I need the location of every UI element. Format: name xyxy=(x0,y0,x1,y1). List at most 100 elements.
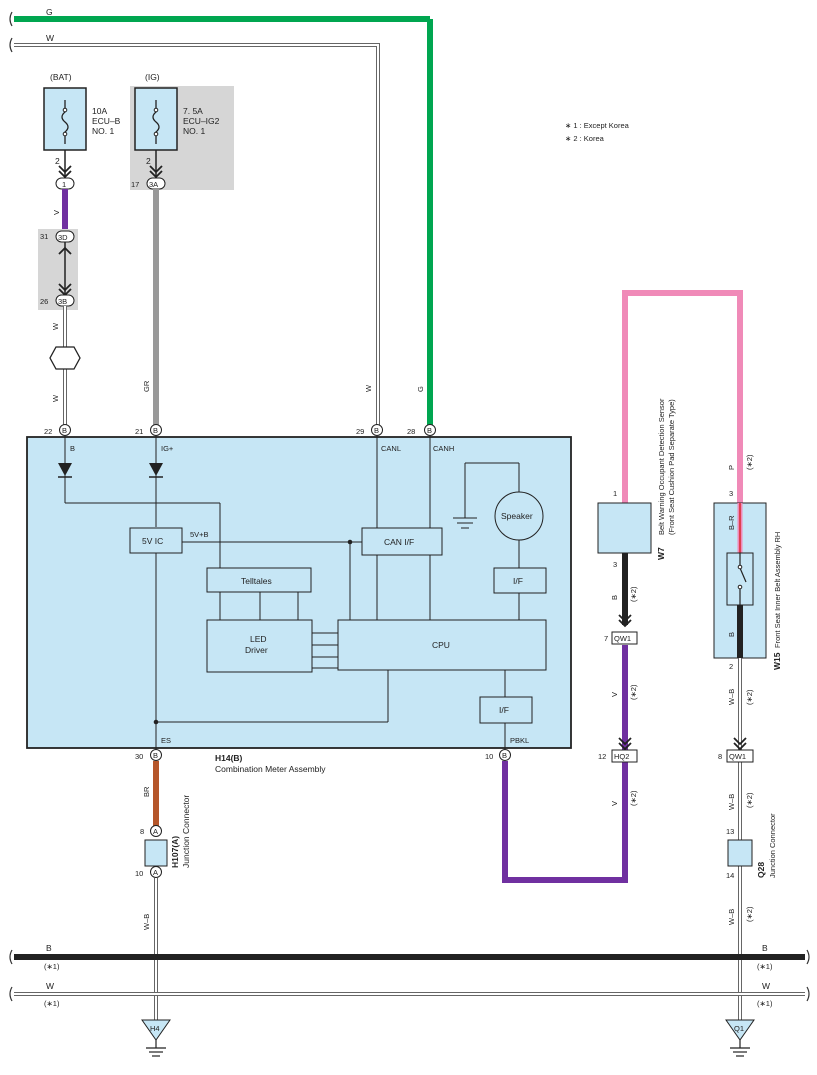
svg-text:26: 26 xyxy=(40,297,48,306)
switch-icon xyxy=(739,553,747,605)
pin-29 xyxy=(371,424,383,436)
svg-text:B: B xyxy=(153,751,158,760)
svg-text:(∗1): (∗1) xyxy=(757,962,773,971)
svg-text:Speaker: Speaker xyxy=(501,511,533,521)
svg-text:H4: H4 xyxy=(150,1024,160,1033)
svg-text:Q1: Q1 xyxy=(734,1024,744,1033)
speaker xyxy=(494,491,544,541)
svg-text:31: 31 xyxy=(40,232,48,241)
svg-text:(∗2): (∗2) xyxy=(745,906,754,922)
svg-text:2: 2 xyxy=(146,156,151,166)
svg-text:21: 21 xyxy=(135,427,143,436)
conn-qw1-a xyxy=(611,631,638,645)
ground-q1 xyxy=(725,1019,755,1041)
svg-text:B: B xyxy=(62,426,67,435)
svg-text:I/F: I/F xyxy=(499,705,509,715)
svg-text:CPU: CPU xyxy=(432,640,450,650)
svg-text:W–B: W–B xyxy=(727,689,736,705)
svg-text:NO. 1: NO. 1 xyxy=(183,126,205,136)
led-driver-block xyxy=(206,619,313,673)
svg-text:3: 3 xyxy=(729,489,733,498)
svg-text:HQ2: HQ2 xyxy=(614,752,629,761)
bus-w-label: W xyxy=(46,33,54,43)
svg-text:B: B xyxy=(427,426,432,435)
svg-text:12: 12 xyxy=(598,752,606,761)
h107-pin-10 xyxy=(150,866,162,878)
bus-w-wire: W xyxy=(9,33,380,425)
telltales-block xyxy=(206,567,312,593)
svg-text:Junction Connector: Junction Connector xyxy=(181,795,191,868)
svg-text:QW1: QW1 xyxy=(729,752,746,761)
svg-text:B: B xyxy=(153,426,158,435)
svg-text:(∗2): (∗2) xyxy=(629,684,638,700)
pin-30 xyxy=(150,749,162,761)
splice-point xyxy=(49,346,81,370)
ground-q1-icon xyxy=(730,1040,750,1057)
svg-text:(∗2): (∗2) xyxy=(745,792,754,808)
svg-text:IG+: IG+ xyxy=(161,444,174,453)
svg-text:H107(A): H107(A) xyxy=(170,836,180,868)
svg-text:17: 17 xyxy=(131,180,139,189)
bat-f2: ECU–B xyxy=(92,116,121,126)
svg-text:Belt Warning Occupant Detectio: Belt Warning Occupant Detection Sensor xyxy=(657,398,666,535)
svg-text:3: 3 xyxy=(613,560,617,569)
svg-text:V: V xyxy=(52,210,61,215)
svg-text:3A: 3A xyxy=(149,180,158,189)
svg-text:3B: 3B xyxy=(58,297,67,306)
ground-h4 xyxy=(141,1019,171,1041)
svg-text:5V IC: 5V IC xyxy=(142,536,163,546)
wire-p xyxy=(622,290,743,530)
pin-21 xyxy=(150,424,162,436)
bus-g-label: G xyxy=(46,7,53,17)
svg-text:10: 10 xyxy=(485,752,493,761)
if-pbkl-block xyxy=(479,696,533,724)
svg-text:V: V xyxy=(610,801,619,806)
svg-text:B: B xyxy=(610,595,619,600)
svg-text:W: W xyxy=(46,981,54,991)
svg-text:8: 8 xyxy=(718,752,722,761)
svg-text:B: B xyxy=(727,632,736,637)
svg-text:2: 2 xyxy=(729,662,733,671)
svg-text:1: 1 xyxy=(62,180,66,189)
h107-pin-8 xyxy=(150,825,162,837)
svg-text:W: W xyxy=(364,384,373,392)
svg-text:I/F: I/F xyxy=(513,576,523,586)
svg-text:A: A xyxy=(153,868,158,877)
pin-22 xyxy=(59,424,71,436)
svg-text:Front Seat Inner Belt Assembly: Front Seat Inner Belt Assembly RH xyxy=(773,532,782,648)
svg-text:CANH: CANH xyxy=(433,444,454,453)
svg-text:W: W xyxy=(51,322,60,330)
q28-junction xyxy=(727,839,753,867)
svg-text:PBKL: PBKL xyxy=(510,736,529,745)
diode-ig xyxy=(149,463,163,476)
svg-text:BR: BR xyxy=(142,786,151,797)
svg-text:W15: W15 xyxy=(772,652,782,670)
svg-text:8: 8 xyxy=(140,827,144,836)
meter-code: H14(B) xyxy=(215,753,243,763)
svg-text:Driver: Driver xyxy=(245,645,268,655)
ig-title: (IG) xyxy=(145,72,160,82)
bat-f1: 10A xyxy=(92,106,107,116)
cpu-block xyxy=(337,619,547,671)
svg-text:B: B xyxy=(70,444,75,453)
svg-text:28: 28 xyxy=(407,427,415,436)
svg-text:22: 22 xyxy=(44,427,52,436)
svg-text:1: 1 xyxy=(613,489,617,498)
meter-name: Combination Meter Assembly xyxy=(215,764,326,774)
svg-text:30: 30 xyxy=(135,752,143,761)
svg-text:10: 10 xyxy=(135,869,143,878)
svg-text:(Front Seat Cushion Pad Separa: (Front Seat Cushion Pad Separate Type) xyxy=(667,399,676,535)
svg-text:G: G xyxy=(416,386,425,392)
svg-text:P: P xyxy=(727,465,736,470)
conn-hq2 xyxy=(611,749,638,763)
svg-text:ECU–IG2: ECU–IG2 xyxy=(183,116,220,126)
svg-text:B: B xyxy=(762,943,768,953)
svg-text:B: B xyxy=(46,943,52,953)
svg-text:W: W xyxy=(762,981,770,991)
svg-text:QW1: QW1 xyxy=(614,634,631,643)
svg-text:3D: 3D xyxy=(58,233,68,242)
svg-text:LED: LED xyxy=(250,634,267,644)
bat-fuse-icon xyxy=(61,100,69,144)
svg-text:(∗2): (∗2) xyxy=(629,586,638,602)
